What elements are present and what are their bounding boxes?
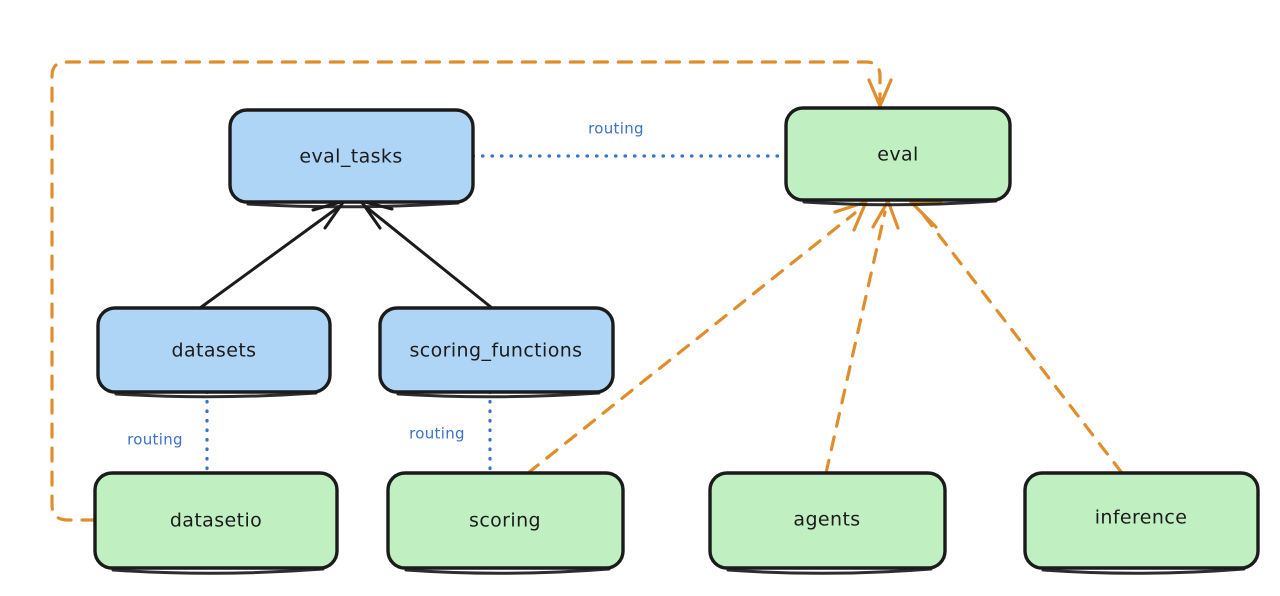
edge-datasetio-eval[interactable]	[50, 60, 882, 522]
edge-label-routing-scoring_functions-scoring: routing	[409, 425, 465, 443]
edge-datasets-eval_tasks[interactable]	[198, 204, 342, 310]
node-datasets-shadow	[114, 391, 318, 399]
node-eval_tasks-shape	[228, 108, 475, 204]
node-datasets[interactable]: datasets	[96, 306, 332, 399]
edge-agents-eval[interactable]	[824, 210, 887, 475]
node-scoring_functions-shape	[378, 306, 615, 394]
node-eval_tasks-shadow	[246, 201, 460, 209]
node-scoring-shadow	[404, 567, 611, 575]
node-eval[interactable]: eval	[784, 106, 1012, 207]
node-scoring-shape	[386, 471, 625, 570]
node-eval-shape	[784, 106, 1012, 202]
node-agents[interactable]: agents	[708, 471, 947, 575]
node-datasets-shape	[96, 306, 332, 394]
edge-label-group: routing routing routing	[127, 120, 644, 449]
node-datasetio-shadow	[111, 567, 325, 575]
node-eval_tasks[interactable]: eval_tasks	[228, 108, 475, 209]
node-scoring-label: scoring	[469, 510, 541, 532]
node-datasetio-shape	[93, 471, 339, 570]
node-scoring_functions[interactable]: scoring_functions	[378, 306, 615, 399]
node-datasetio-label: datasetio	[170, 510, 262, 532]
node-agents-shadow	[726, 567, 933, 575]
node-eval-shadow	[802, 199, 998, 207]
node-scoring_functions-label: scoring_functions	[410, 340, 583, 362]
node-eval-label: eval	[877, 144, 918, 166]
node-inference-label: inference	[1095, 507, 1188, 529]
node-datasets-label: datasets	[172, 340, 257, 362]
node-datasetio[interactable]: datasetio	[93, 471, 339, 575]
node-agents-shape	[708, 471, 947, 570]
node-eval_tasks-label: eval_tasks	[299, 146, 402, 168]
edge-scoring-eval[interactable]	[526, 211, 857, 475]
edge-inference-eval[interactable]	[920, 211, 1124, 475]
arrowhead-scoring-eval	[833, 200, 868, 232]
node-inference[interactable]: inference	[1023, 471, 1260, 575]
edge-label-routing-eval_tasks-eval: routing	[588, 120, 644, 138]
node-scoring[interactable]: scoring	[386, 471, 625, 575]
arrowhead-datasetio-eval	[867, 78, 893, 108]
edge-label-routing-datasets-datasetio: routing	[127, 431, 183, 449]
node-inference-shape	[1023, 471, 1260, 570]
arrowhead-inference-eval	[909, 200, 943, 229]
node-agents-label: agents	[793, 509, 860, 531]
edge-scoring_functions-eval_tasks[interactable]	[363, 204, 494, 310]
node-inference-shadow	[1041, 567, 1246, 575]
node-scoring_functions-shadow	[396, 391, 601, 399]
